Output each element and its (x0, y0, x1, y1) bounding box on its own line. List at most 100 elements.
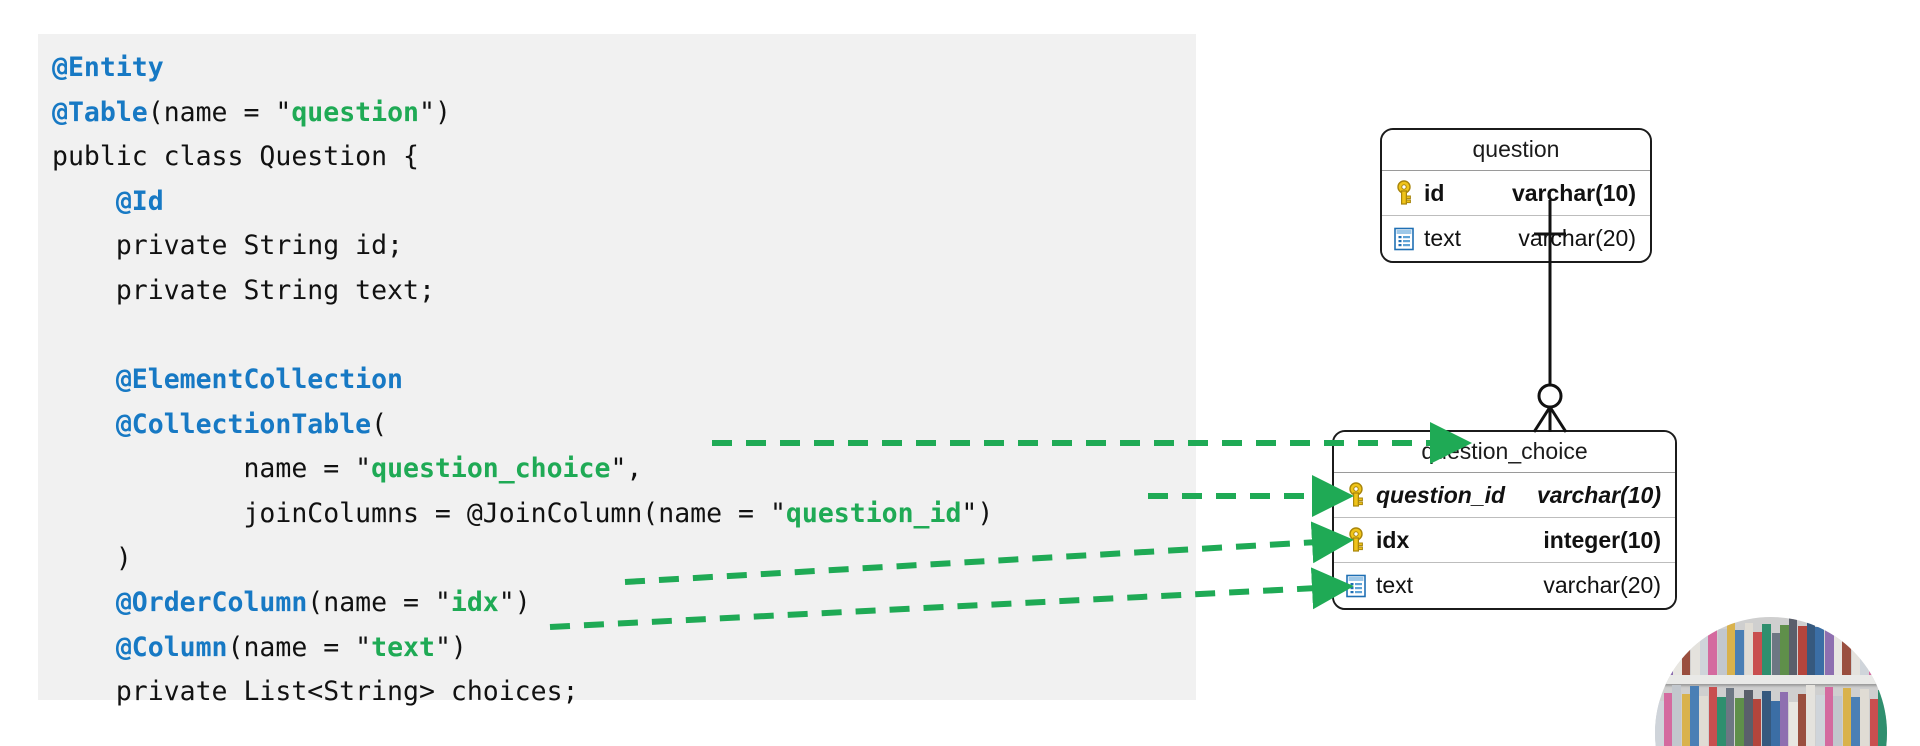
book-spine (1672, 684, 1681, 746)
code-token: question (291, 96, 419, 128)
code-token: @Table (52, 96, 148, 128)
code-line: @Id (52, 180, 1196, 225)
book-spine (1691, 619, 1700, 675)
book-spine (1878, 690, 1887, 746)
code-token (52, 186, 116, 217)
er-column-name: text (1424, 225, 1462, 251)
er-row-question-choice-text[interactable]: text varchar(20) (1334, 563, 1675, 608)
code-token: " (355, 453, 372, 485)
er-column-type: integer(10) (1543, 526, 1661, 553)
book-spine (1770, 700, 1780, 746)
book-spine (1699, 695, 1708, 746)
book-spine (1771, 632, 1781, 675)
book-spine (1762, 691, 1771, 746)
book-spine (1655, 633, 1664, 675)
book-spine (1815, 627, 1824, 675)
code-token: idx (450, 587, 499, 619)
er-table-question-choice[interactable]: question_choice question_id varchar(10) (1332, 430, 1677, 610)
book-spine (1681, 694, 1691, 746)
bookshelf-background (1655, 617, 1887, 746)
book-spine (1752, 699, 1762, 746)
code-token: text (371, 631, 435, 663)
code-listing: @Entity@Table(name = "question")public c… (38, 46, 1196, 715)
book-spine (1851, 629, 1861, 675)
book-spine (1878, 623, 1887, 675)
code-token: private List<String> choices; (52, 676, 579, 708)
book-spine (1735, 698, 1745, 746)
code-line: joinColumns = @JoinColumn(name = "questi… (52, 492, 1196, 537)
er-row-question-id[interactable]: id varchar(10) (1382, 171, 1650, 216)
book-spine (1842, 621, 1851, 675)
er-table-question-title: question (1382, 130, 1650, 171)
code-line: @OrderColumn(name = "idx") (52, 581, 1196, 626)
cardinality-zero-marker (1537, 383, 1563, 409)
book-spine (1717, 696, 1726, 746)
book-spine (1780, 625, 1789, 675)
presenter-webcam (1655, 617, 1887, 746)
er-column-type: varchar(10) (1536, 481, 1661, 508)
book-spine (1761, 623, 1771, 675)
code-panel: @Entity@Table(name = "question")public c… (38, 34, 1196, 707)
code-token: @Entity (52, 52, 164, 83)
book-spine (1851, 697, 1861, 746)
er-column-type: varchar(20) (1543, 572, 1661, 598)
code-line: private String text; (52, 269, 1196, 314)
code-token (52, 632, 116, 663)
er-row-question-choice-question-id[interactable]: question_id varchar(10) (1334, 473, 1675, 518)
code-line (52, 314, 1196, 359)
book-spine (1798, 626, 1807, 675)
er-row-question-choice-idx[interactable]: idx integer(10) (1334, 518, 1675, 563)
code-token: private String text; (52, 274, 435, 306)
book-spine (1725, 688, 1735, 746)
code-line: @Column(name = "text") (52, 626, 1196, 671)
primary-key-icon (1390, 178, 1418, 208)
code-token: ( (371, 408, 388, 440)
code-token: " (275, 96, 292, 128)
book-spine (1726, 621, 1736, 675)
er-column-name: question_id (1376, 481, 1506, 508)
code-token: joinColumns = @JoinColumn(name = (52, 497, 770, 529)
code-token (52, 409, 116, 440)
code-token: @OrderColumn (115, 587, 308, 619)
code-token: ") (434, 631, 467, 663)
code-token: " (355, 631, 372, 663)
book-spine (1806, 685, 1815, 746)
book-spine (1735, 630, 1744, 675)
book-spine (1860, 689, 1869, 746)
code-token: @CollectionTable (115, 408, 372, 440)
relationship-connector (1532, 200, 1568, 433)
code-token: " (769, 497, 786, 529)
code-token: name = (52, 453, 356, 485)
book-row-top (1655, 617, 1887, 675)
code-line: @CollectionTable( (52, 403, 1196, 448)
code-token: (name = (227, 631, 356, 663)
book-spine (1833, 696, 1842, 746)
book-spine (1824, 619, 1834, 675)
code-line: private List<String> choices; (52, 670, 1196, 715)
er-row-question-text[interactable]: text varchar(20) (1382, 216, 1650, 261)
shelf-board (1655, 675, 1887, 684)
er-column-name: text (1376, 572, 1414, 598)
er-column-type: varchar(20) (1518, 225, 1636, 251)
book-spine (1824, 686, 1834, 746)
book-spine (1663, 692, 1673, 746)
book-spine (1681, 626, 1691, 675)
book-spine (1842, 687, 1852, 746)
er-column-type: varchar(10) (1511, 179, 1636, 206)
column-icon (1342, 571, 1370, 601)
primary-key-icon (1342, 525, 1370, 555)
code-line: public class Question { (52, 135, 1196, 180)
column-icon (1390, 224, 1418, 254)
book-spine (1789, 701, 1798, 746)
book-spine (1708, 620, 1718, 675)
code-token: " (434, 587, 451, 619)
book-spine (1655, 701, 1664, 746)
book-spine (1806, 618, 1816, 675)
book-spine (1833, 628, 1843, 675)
book-spine (1673, 618, 1682, 675)
er-table-question[interactable]: question id varchar(10) (1380, 128, 1652, 263)
code-token: (name = (147, 96, 276, 128)
code-token: @Id (115, 185, 164, 217)
book-spine (1744, 689, 1753, 746)
